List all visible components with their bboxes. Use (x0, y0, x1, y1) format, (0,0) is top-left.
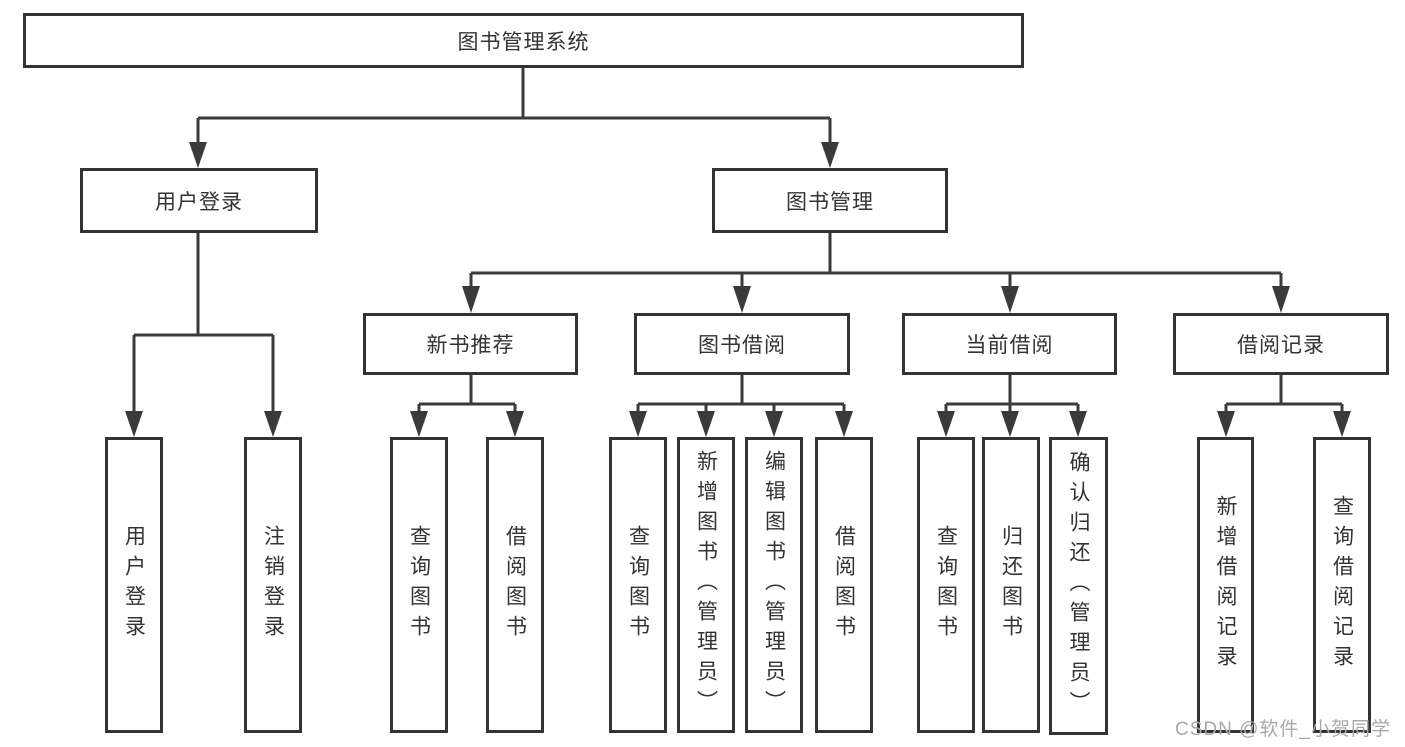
leaf-borrow-book-label: 借阅图书 (832, 525, 856, 645)
leaf-borrow-book: 借阅图书 (815, 437, 873, 733)
node-borrow-records-label: 借阅记录 (1237, 334, 1325, 357)
node-new-book-recommend: 新书推荐 (363, 313, 578, 375)
leaf-query-book-borrow-label: 查询图书 (626, 525, 650, 645)
node-new-book-recommend-label: 新书推荐 (426, 334, 515, 357)
leaf-borrow-book-recommend-label: 借阅图书 (503, 525, 527, 645)
leaf-query-book-recommend: 查询图书 (390, 437, 448, 733)
node-root-label: 图书管理系统 (457, 30, 590, 54)
leaf-return-book-label: 归还图书 (999, 525, 1023, 645)
node-user-login: 用户登录 (80, 168, 318, 233)
node-current-borrow-label: 当前借阅 (965, 334, 1054, 357)
leaf-logout-label: 注销登录 (261, 525, 285, 645)
leaf-query-book-current: 查询图书 (917, 437, 975, 733)
leaf-confirm-return-admin: 确认归还（管理员） (1049, 437, 1108, 735)
node-user-login-label: 用户登录 (155, 190, 243, 214)
node-book-management: 图书管理 (712, 168, 948, 233)
node-book-borrow-label: 图书借阅 (698, 334, 786, 357)
watermark: CSDN @软件_小贺同学 (1175, 719, 1391, 740)
node-book-management-label: 图书管理 (786, 190, 874, 214)
leaf-query-borrow-record: 查询借阅记录 (1313, 437, 1371, 733)
leaf-edit-book-admin: 编辑图书（管理员） (745, 437, 803, 733)
leaf-add-borrow-record: 新增借阅记录 (1197, 437, 1254, 733)
leaf-query-book-current-label: 查询图书 (934, 525, 958, 645)
node-current-borrow: 当前借阅 (902, 313, 1117, 375)
leaf-query-borrow-record-label: 查询借阅记录 (1330, 495, 1354, 675)
leaf-borrow-book-recommend: 借阅图书 (486, 437, 544, 733)
leaf-confirm-return-admin-label: 确认归还（管理员） (1067, 451, 1090, 721)
leaf-logout: 注销登录 (244, 437, 302, 733)
node-root: 图书管理系统 (23, 13, 1024, 68)
leaf-edit-book-admin-label: 编辑图书（管理员） (762, 450, 786, 720)
node-book-borrow: 图书借阅 (634, 313, 850, 375)
leaf-query-book-recommend-label: 查询图书 (407, 525, 431, 645)
leaf-return-book: 归还图书 (982, 437, 1040, 733)
leaf-user-login-label: 用户登录 (122, 525, 146, 645)
node-borrow-records: 借阅记录 (1173, 313, 1389, 375)
leaf-query-book-borrow: 查询图书 (609, 437, 667, 733)
leaf-user-login: 用户登录 (105, 437, 163, 733)
leaf-add-book-admin: 新增图书（管理员） (677, 437, 735, 733)
leaf-add-book-admin-label: 新增图书（管理员） (694, 450, 718, 720)
leaf-add-borrow-record-label: 新增借阅记录 (1214, 495, 1237, 675)
